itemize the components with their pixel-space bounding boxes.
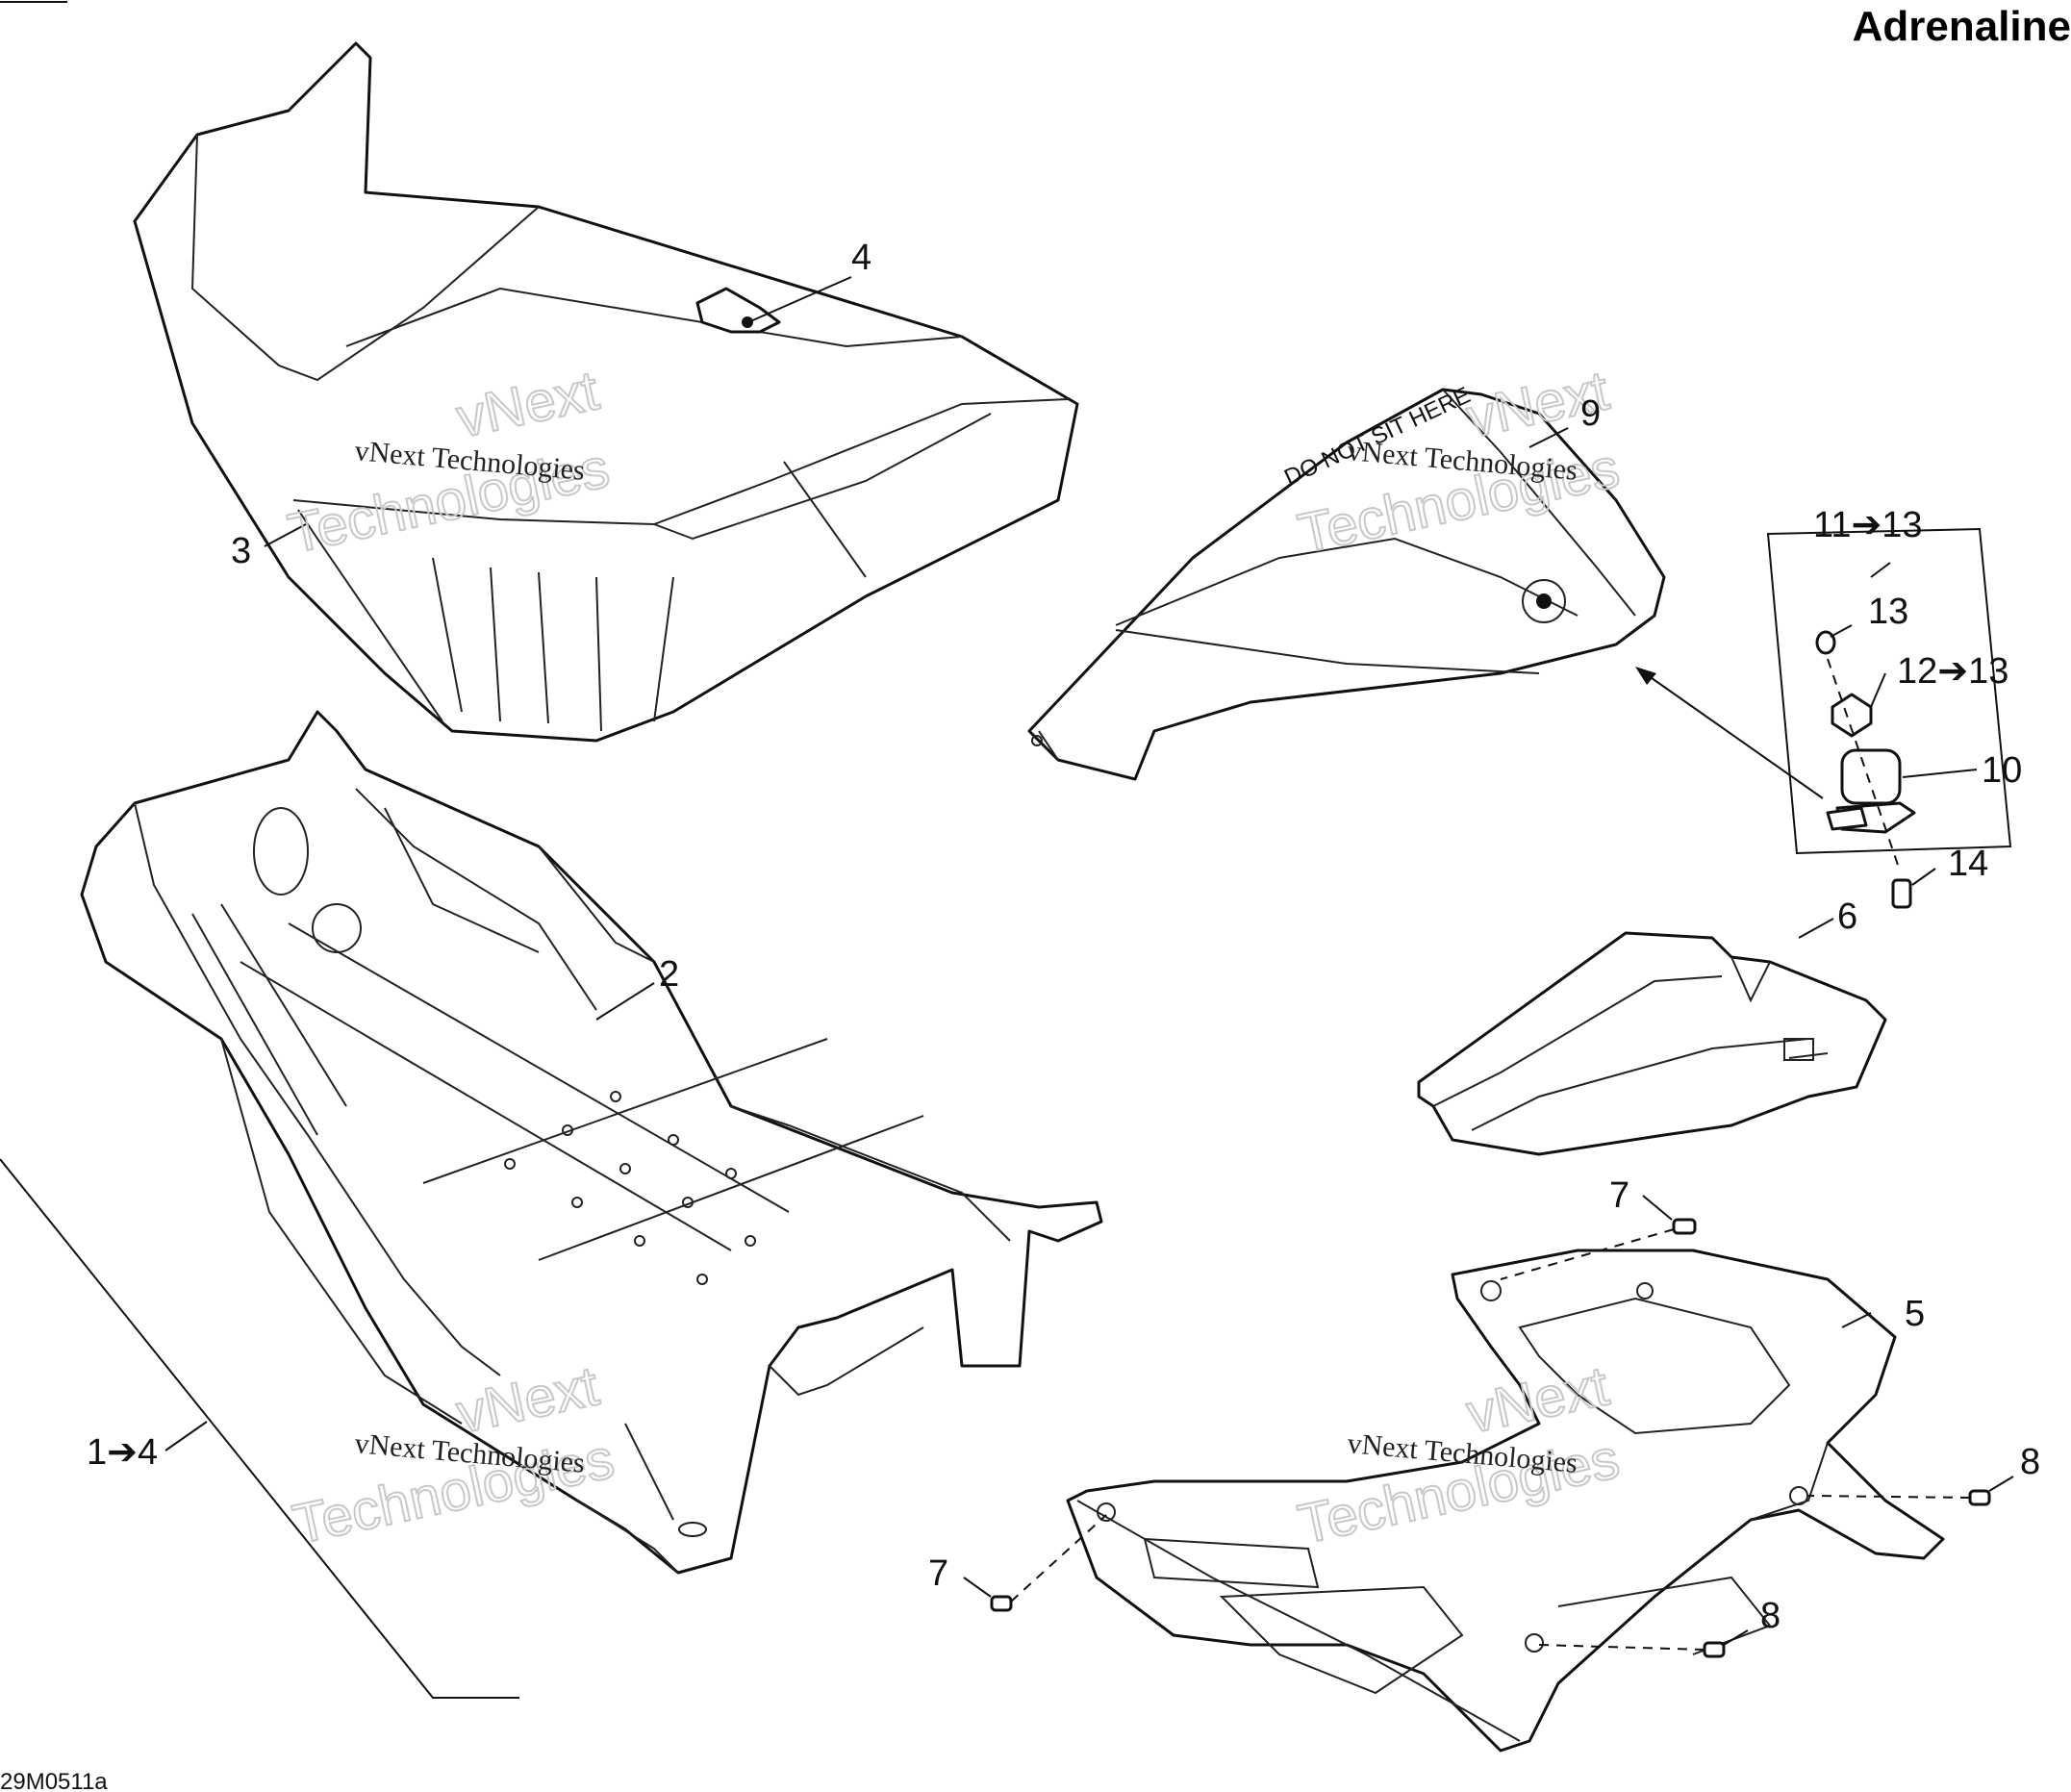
screw-part-7-upper — [1672, 1218, 1697, 1235]
callout-13: 13 — [1868, 592, 1908, 632]
callout-8-upper: 8 — [2020, 1442, 2040, 1482]
screw-part-14 — [1891, 878, 1912, 909]
screw-part-8-lower — [1703, 1641, 1726, 1658]
latch-part-10 — [1840, 748, 1902, 805]
watermark-group-3: Technologies vNext vNext Technologies — [287, 1353, 620, 1556]
callout-3: 3 — [231, 531, 251, 571]
callout-7-upper: 7 — [1609, 1175, 1629, 1216]
latch-assembly — [1635, 527, 2012, 909]
seat-part-3 — [133, 41, 1079, 743]
callout-4: 4 — [851, 238, 871, 278]
callout-1-4: 1➔4 — [87, 1432, 158, 1473]
leader-lines — [164, 276, 2014, 1646]
nut-part-13 — [1815, 630, 1836, 655]
callout-14: 14 — [1948, 844, 1988, 884]
callout-2: 2 — [659, 954, 679, 995]
screw-part-8-upper — [1968, 1489, 1991, 1506]
callout-7-lower: 7 — [928, 1553, 948, 1594]
tray-part-6 — [1417, 931, 1887, 1156]
callout-11-13: 11➔13 — [1813, 505, 1923, 545]
callout-12-13: 12➔13 — [1897, 651, 2008, 692]
model-title: Adrenaline — [1853, 3, 2071, 50]
screw-part-7-lower — [990, 1595, 1013, 1612]
callout-8-lower: 8 — [1760, 1596, 1781, 1636]
callout-5: 5 — [1905, 1294, 1925, 1334]
figure-code: 29M0511a — [0, 1769, 108, 1792]
side-panel-part-5 — [990, 1218, 1991, 1753]
seat-base-part-2 — [80, 710, 1103, 1575]
kit-box — [1766, 527, 2012, 855]
rear-cover-part-9: DO NOT SIT HERE — [1027, 382, 1666, 781]
callout-9: 9 — [1580, 393, 1601, 434]
nut-part-12 — [1831, 693, 1873, 738]
callout-labels: 4 3 2 1➔4 9 11➔13 13 12➔13 10 14 6 7 5 8… — [87, 238, 2040, 1636]
callout-6: 6 — [1837, 896, 1857, 937]
kit-bracket-1-4 — [0, 1158, 519, 1699]
callout-10: 10 — [1982, 750, 2022, 791]
